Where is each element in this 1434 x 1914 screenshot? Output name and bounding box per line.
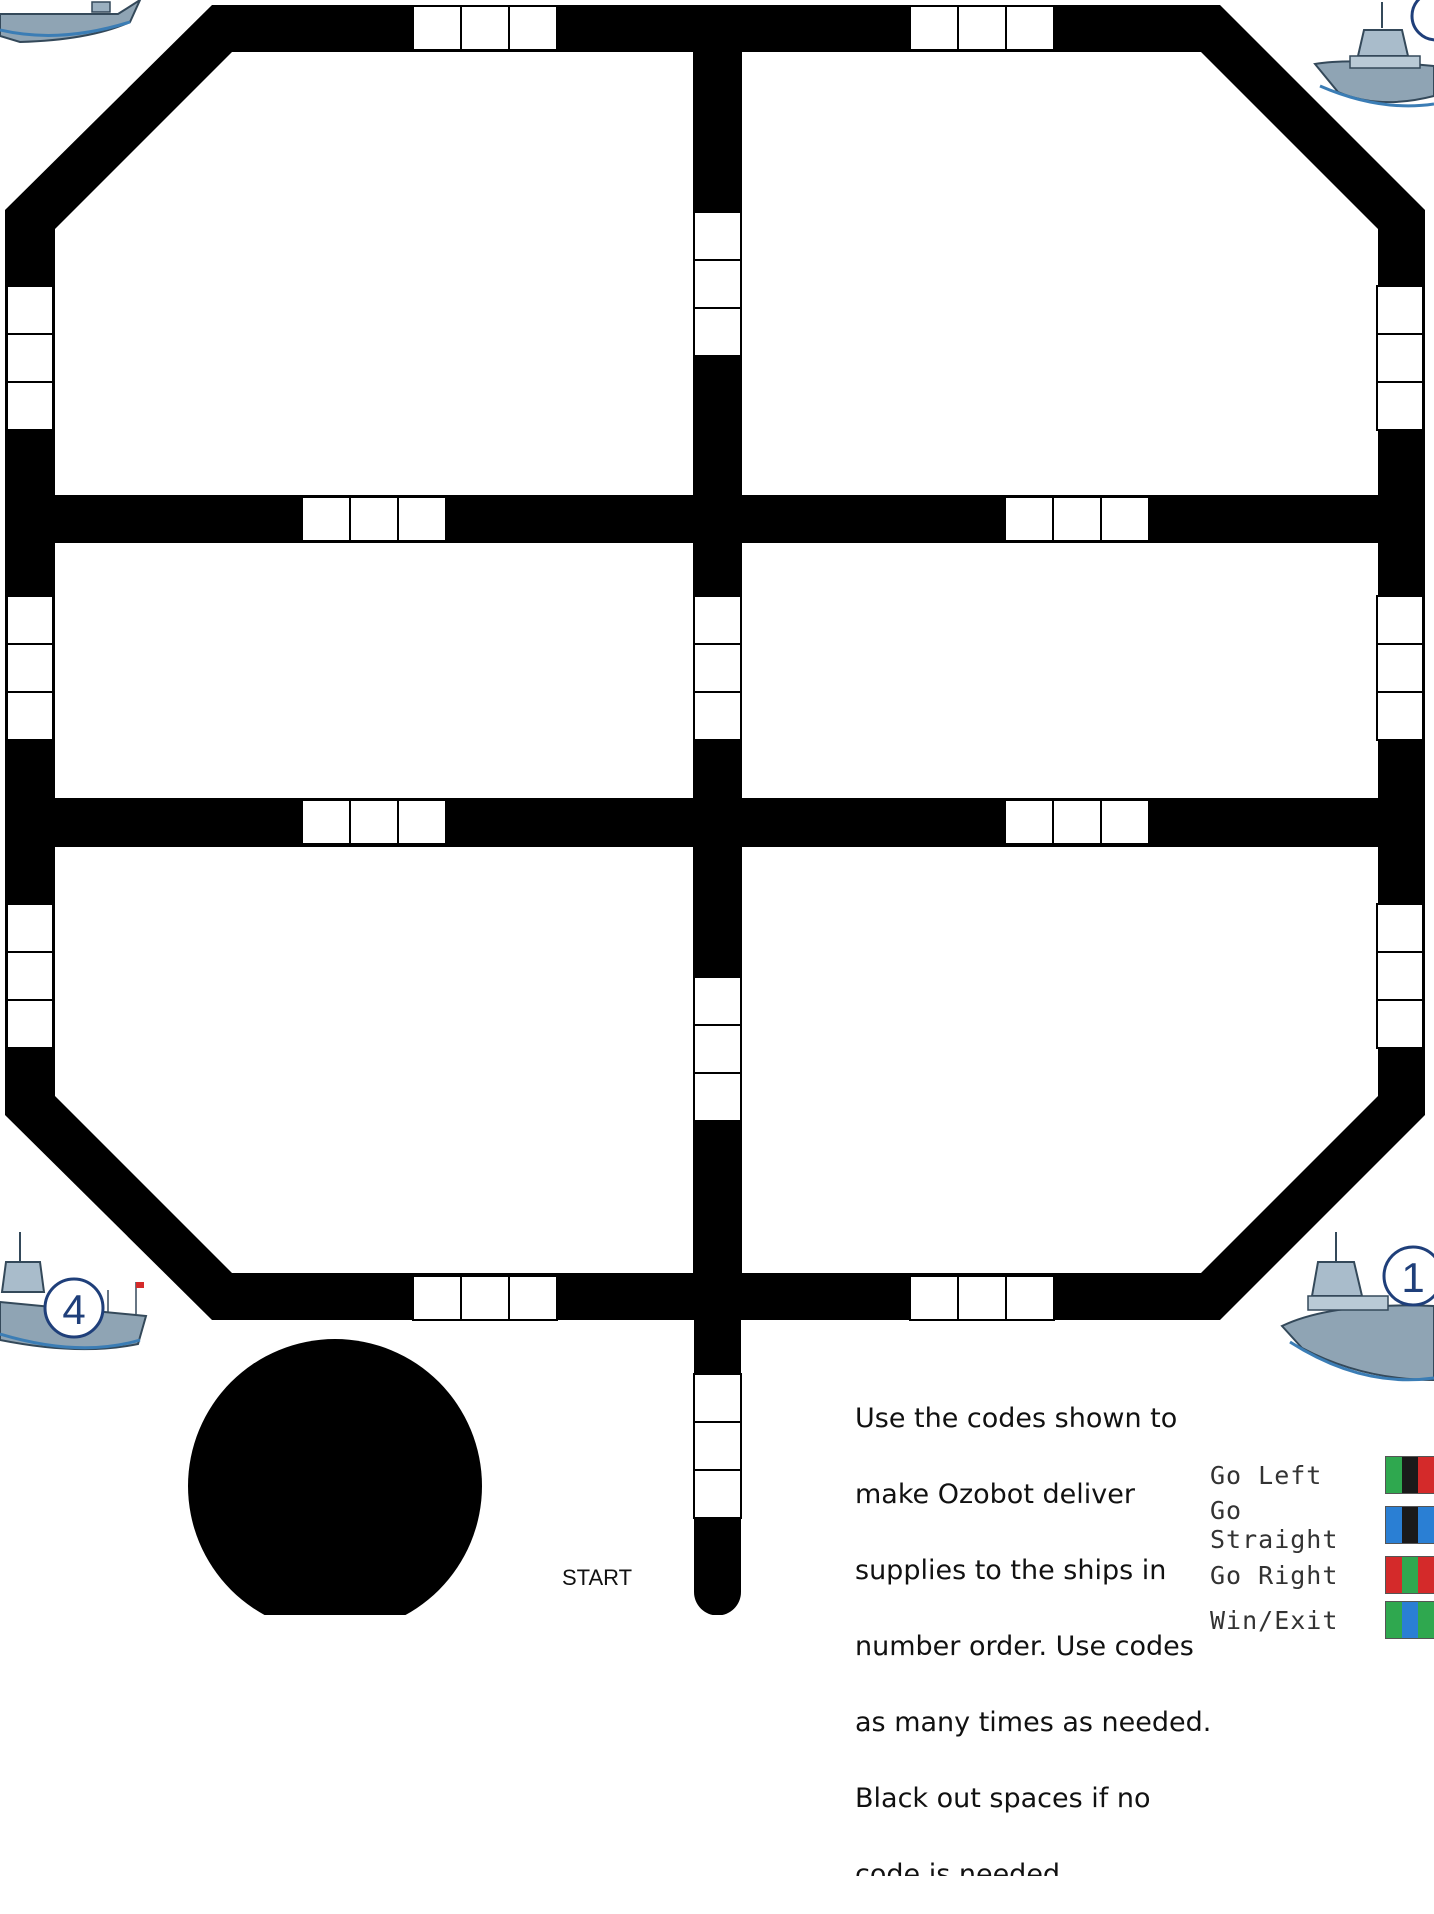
legend-label: Win/Exit bbox=[1210, 1606, 1385, 1635]
code-slot-bottom-left[interactable] bbox=[413, 1276, 557, 1320]
instructions-line: as many times as needed. bbox=[855, 1704, 1215, 1742]
color-swatch bbox=[1402, 1457, 1418, 1493]
ship-number-4: 4 bbox=[44, 1286, 104, 1334]
legend-label: Go Straight bbox=[1210, 1496, 1385, 1554]
color-swatch bbox=[1402, 1507, 1418, 1543]
color-code-icon bbox=[1385, 1506, 1434, 1544]
color-swatch bbox=[1418, 1557, 1434, 1593]
ozobot-track-board bbox=[0, 0, 1434, 1615]
code-slot-right-upper[interactable] bbox=[1377, 286, 1423, 430]
code-slot-row3-left[interactable] bbox=[302, 800, 446, 844]
ship-top-right bbox=[1315, 0, 1434, 106]
instructions-line: code is needed. bbox=[855, 1856, 1215, 1876]
code-slot-left-lower[interactable] bbox=[7, 904, 53, 1048]
code-slot-top-left[interactable] bbox=[413, 6, 557, 50]
color-swatch bbox=[1402, 1557, 1418, 1593]
code-slot-right-middle[interactable] bbox=[1377, 596, 1423, 740]
code-slot-center-upper[interactable] bbox=[694, 212, 741, 356]
battleship-icon bbox=[0, 0, 140, 42]
color-swatch bbox=[1418, 1457, 1434, 1493]
code-slot-center-middle[interactable] bbox=[694, 596, 741, 740]
instructions-line: supplies to the ships in bbox=[855, 1552, 1215, 1590]
code-legend: Go Left Go Straight Go Right Win/Exit bbox=[1210, 1450, 1434, 1640]
room-mid-right bbox=[742, 543, 1378, 798]
legend-win-exit: Win/Exit bbox=[1210, 1600, 1434, 1640]
color-swatch bbox=[1402, 1602, 1418, 1638]
start-label: START bbox=[562, 1565, 632, 1591]
color-swatch bbox=[1386, 1602, 1402, 1638]
instructions-line: Use the codes shown to bbox=[855, 1400, 1215, 1438]
legend-go-straight: Go Straight bbox=[1210, 1500, 1434, 1550]
color-code-icon bbox=[1385, 1601, 1434, 1639]
code-slot-start-stem[interactable] bbox=[694, 1374, 741, 1518]
instructions-line: number order. Use codes bbox=[855, 1628, 1215, 1666]
legend-go-left: Go Left bbox=[1210, 1450, 1434, 1500]
code-slot-right-lower[interactable] bbox=[1377, 904, 1423, 1048]
supply-circle bbox=[188, 1339, 482, 1615]
ship-number-1: 1 bbox=[1383, 1254, 1434, 1302]
color-code-icon bbox=[1385, 1556, 1434, 1594]
code-slot-row2-left[interactable] bbox=[302, 497, 446, 541]
instructions-line: make Ozobot deliver bbox=[855, 1476, 1215, 1514]
instructions-text: Use the codes shown to make Ozobot deliv… bbox=[855, 1362, 1215, 1914]
instructions-line: Black out spaces if no bbox=[855, 1780, 1215, 1818]
code-slot-left-middle[interactable] bbox=[7, 596, 53, 740]
code-slot-center-lower[interactable] bbox=[694, 977, 741, 1121]
legend-label: Go Left bbox=[1210, 1461, 1385, 1490]
code-slot-left-upper[interactable] bbox=[7, 286, 53, 430]
code-slot-top-right[interactable] bbox=[910, 6, 1054, 50]
legend-go-right: Go Right bbox=[1210, 1550, 1434, 1600]
color-swatch bbox=[1418, 1507, 1434, 1543]
color-swatch bbox=[1386, 1457, 1402, 1493]
color-swatch bbox=[1386, 1557, 1402, 1593]
ship-number-badge bbox=[1412, 0, 1434, 40]
color-swatch bbox=[1418, 1602, 1434, 1638]
code-slot-row3-right[interactable] bbox=[1005, 800, 1149, 844]
room-mid-left bbox=[55, 543, 693, 798]
ship-top-left bbox=[0, 0, 140, 42]
legend-label: Go Right bbox=[1210, 1561, 1385, 1590]
code-slot-row2-right[interactable] bbox=[1005, 497, 1149, 541]
color-swatch bbox=[1386, 1507, 1402, 1543]
code-slot-bottom-right[interactable] bbox=[910, 1276, 1054, 1320]
color-code-icon bbox=[1385, 1456, 1434, 1494]
